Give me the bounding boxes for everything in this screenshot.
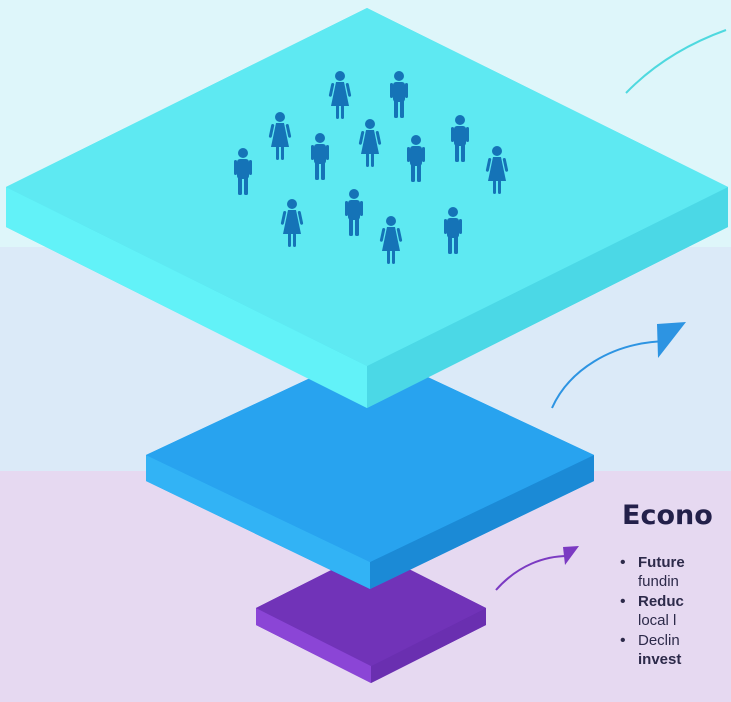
economics-bullet-list: Future fundin Reduc local l Declin inves… [605, 553, 685, 669]
bullet-line: Future [638, 554, 685, 571]
bullet-line: Declin [638, 632, 680, 649]
list-item: Declin invest [605, 631, 685, 669]
middle-platform [146, 350, 594, 589]
bullet-line: local l [638, 612, 677, 629]
curved-arrow-icon [625, 29, 727, 94]
bullet-line: Reduc [638, 593, 684, 610]
bullet-line: fundin [638, 573, 679, 590]
bottom-platform [256, 550, 486, 683]
curved-arrow-icon [495, 546, 579, 591]
top-platform [6, 8, 728, 408]
economics-heading: Econo [622, 500, 713, 531]
bullet-line: invest [638, 651, 682, 668]
list-item: Future fundin [605, 553, 685, 591]
list-item: Reduc local l [605, 592, 685, 630]
curved-arrow-icon [551, 322, 686, 409]
